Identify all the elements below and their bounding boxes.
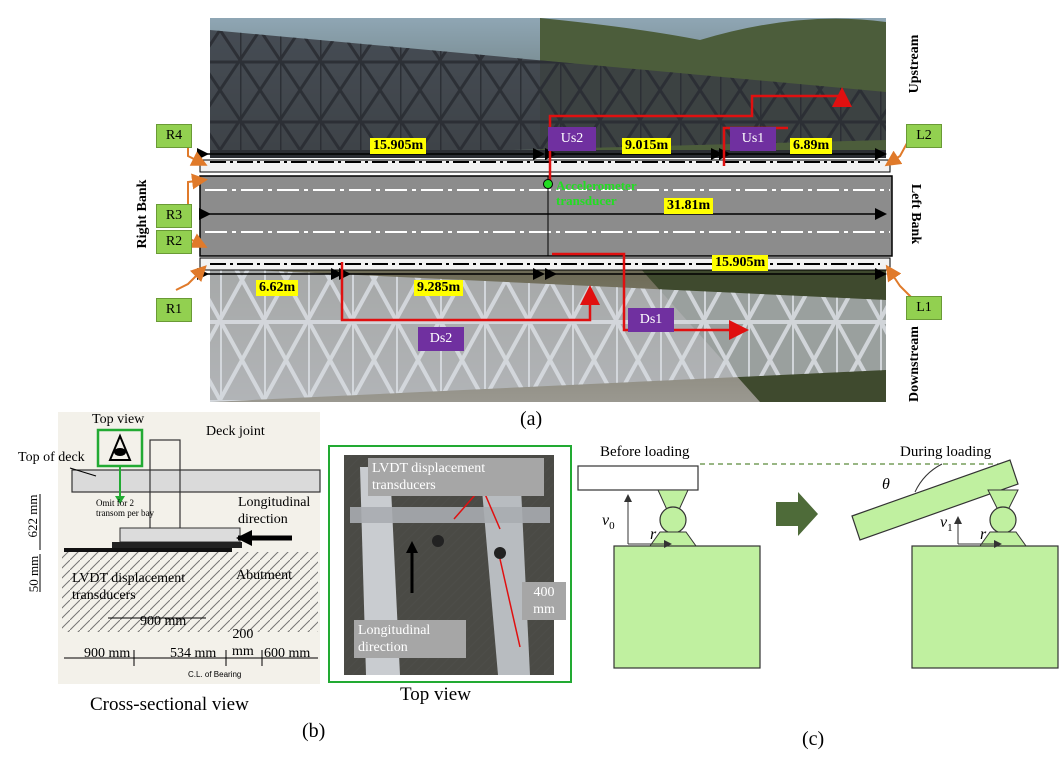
bearing-r2: R2 [156, 230, 192, 254]
caption-a: (a) [520, 408, 543, 430]
dim-top-left: 15.905m [370, 138, 427, 154]
photo-longitudinal-line1: Longitudinal [358, 623, 431, 638]
r-label-before: r [650, 526, 657, 543]
dim-bot-mid: 9.285m [414, 280, 464, 296]
lvdt-label-line1: LVDT displacement [72, 571, 186, 586]
top-view-caption: Top view [400, 684, 471, 705]
v0-label: v0 [602, 512, 615, 532]
abutment-label: Abutment [236, 568, 292, 583]
photo-400-unit: mm [533, 602, 555, 617]
dim-900-bottom: 900 mm [84, 646, 131, 661]
photo-longitudinal-label: Longitudinal direction [354, 620, 466, 658]
v1-label: v1 [940, 514, 953, 534]
accelerometer-label-line2: transducer [556, 193, 617, 208]
dim-top-right: 6.89m [790, 138, 833, 154]
deck-joint-label: Deck joint [206, 424, 265, 439]
dim-bot-left: 6.62m [256, 280, 299, 296]
photo-400-label: 400 mm [522, 582, 566, 620]
bearing-l1: L1 [906, 296, 942, 320]
caption-b: (b) [302, 720, 326, 742]
dim-200: 200 mm [232, 626, 254, 660]
photo-longitudinal-line2: direction [358, 640, 408, 655]
dim-span: 31.81m [664, 198, 714, 214]
bearing-r3: R3 [156, 204, 192, 228]
sensor-ds1: Ds1 [628, 308, 674, 332]
left-bank-label: Left Bank [908, 183, 923, 245]
bearing-l2: L2 [906, 124, 942, 148]
cross-section-caption: Cross-sectional view [90, 694, 249, 715]
dim-622: 622 mm [25, 494, 40, 538]
panel-c-diagram [577, 459, 1059, 669]
longitudinal-label: Longitudinal direction [238, 494, 310, 528]
upstream-label: Upstream [907, 34, 922, 94]
right-bank-label: Right Bank [135, 179, 150, 249]
accelerometer-label-line1: Accelerometer [556, 178, 637, 193]
dim-50: 50 mm [26, 555, 41, 593]
dim-534: 534 mm [170, 646, 217, 661]
sensor-ds2: Ds2 [418, 327, 464, 351]
r-label-during: r [980, 526, 987, 543]
v1-subscript: 1 [947, 522, 953, 535]
top-of-deck-label: Top of deck [18, 450, 85, 465]
downstream-photo [210, 268, 886, 402]
dim-900-top: 900 mm [140, 614, 187, 629]
dim-bot-right: 15.905m [712, 255, 769, 271]
upstream-photo [210, 18, 886, 158]
photo-lvdt-line2: transducers [372, 478, 436, 493]
panel-a [175, 18, 913, 402]
sensor-us1: Us1 [730, 127, 776, 151]
dim-200-value: 200 [232, 627, 254, 642]
bearing-r1: R1 [156, 298, 192, 322]
photo-400-value: 400 [533, 585, 555, 600]
caption-c: (c) [802, 728, 825, 750]
dim-200-unit: mm [232, 644, 254, 659]
accelerometer-label: Accelerometer transducer [556, 178, 637, 208]
v0-subscript: 0 [609, 520, 615, 533]
omit-note: Omit for 2 transom per bay [96, 498, 154, 518]
before-loading-label: Before loading [600, 444, 690, 460]
bridge-deck [199, 159, 893, 271]
bearing-r4: R4 [156, 124, 192, 148]
cross-section-drawing [39, 412, 321, 684]
during-loading-label: During loading [900, 444, 992, 460]
downstream-label: Downstream [907, 326, 922, 402]
lvdt-label-line2: transducers [72, 588, 136, 603]
theta-label: θ [882, 476, 890, 493]
photo-lvdt-line1: LVDT displacement [372, 461, 486, 476]
accelerometer-dot [543, 179, 553, 189]
v1-symbol: v [940, 514, 948, 531]
top-dimension-lines [197, 148, 887, 280]
longitudinal-label-line1: Longitudinal [238, 495, 311, 510]
photo-lvdt-label: LVDT displacement transducers [368, 458, 544, 496]
longitudinal-label-line2: direction [238, 512, 288, 527]
lvdt-label: LVDT displacement transducers [72, 570, 185, 604]
top-view-small-label: Top view [92, 412, 145, 427]
sensor-us2: Us2 [548, 127, 596, 151]
bearing-cl-label: C.L. of Bearing [188, 670, 242, 679]
dim-600: 600 mm [264, 646, 311, 661]
dim-top-mid: 9.015m [622, 138, 672, 154]
v0-symbol: v [602, 512, 610, 529]
